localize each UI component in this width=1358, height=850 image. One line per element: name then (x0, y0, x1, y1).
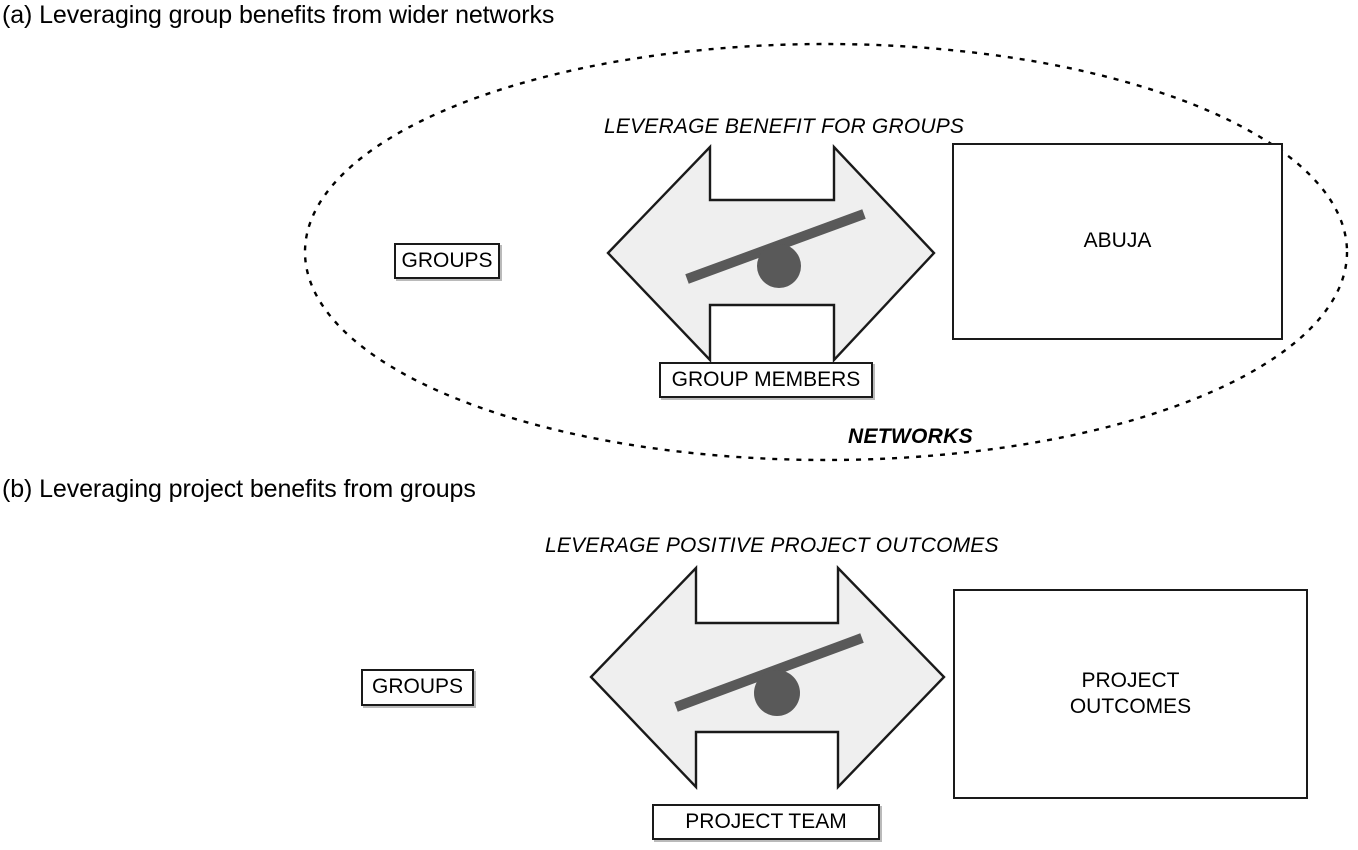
panel-a-abuja-box[interactable]: ABUJA (952, 143, 1283, 340)
panel-b-project-team-box[interactable]: PROJECT TEAM (652, 804, 880, 840)
panel-b-groups-box[interactable]: GROUPS (361, 669, 474, 706)
panel-b-arrow-caption: LEVERAGE POSITIVE PROJECT OUTCOMES (545, 534, 999, 557)
panel-b-project-team-label: PROJECT TEAM (685, 809, 847, 833)
panel-a-groups-box[interactable]: GROUPS (394, 243, 500, 279)
panel-a-networks-label: NETWORKS (848, 425, 973, 448)
double-arrow-shape-a (606, 143, 936, 364)
panel-a-group-members-label: GROUP MEMBERS (671, 367, 861, 391)
lever-bar-b (674, 633, 864, 712)
fulcrum-circle-a (757, 244, 801, 288)
panel-a-abuja-label: ABUJA (1083, 229, 1152, 253)
panel-b-groups-label: GROUPS (371, 675, 463, 699)
lever-bar-a (685, 209, 866, 284)
panel-b-title: (b) Leveraging project benefits from gro… (2, 475, 476, 503)
panel-a-title: (a) Leveraging group benefits from wider… (2, 1, 555, 29)
fulcrum-circle-b (754, 670, 800, 716)
panel-b-project-outcomes-label-line2: OUTCOMES (1069, 695, 1192, 718)
panel-a-arrow-caption: LEVERAGE BENEFIT FOR GROUPS (604, 115, 965, 138)
panel-b-project-outcomes-box[interactable]: PROJECT OUTCOMES (953, 589, 1308, 799)
panel-a-groups-label: GROUPS (401, 248, 493, 272)
double-arrow-shape-b (589, 565, 946, 790)
panel-b-project-outcomes-label-line1: PROJECT (1081, 668, 1180, 692)
panel-a-group-members-box[interactable]: GROUP MEMBERS (659, 362, 873, 398)
